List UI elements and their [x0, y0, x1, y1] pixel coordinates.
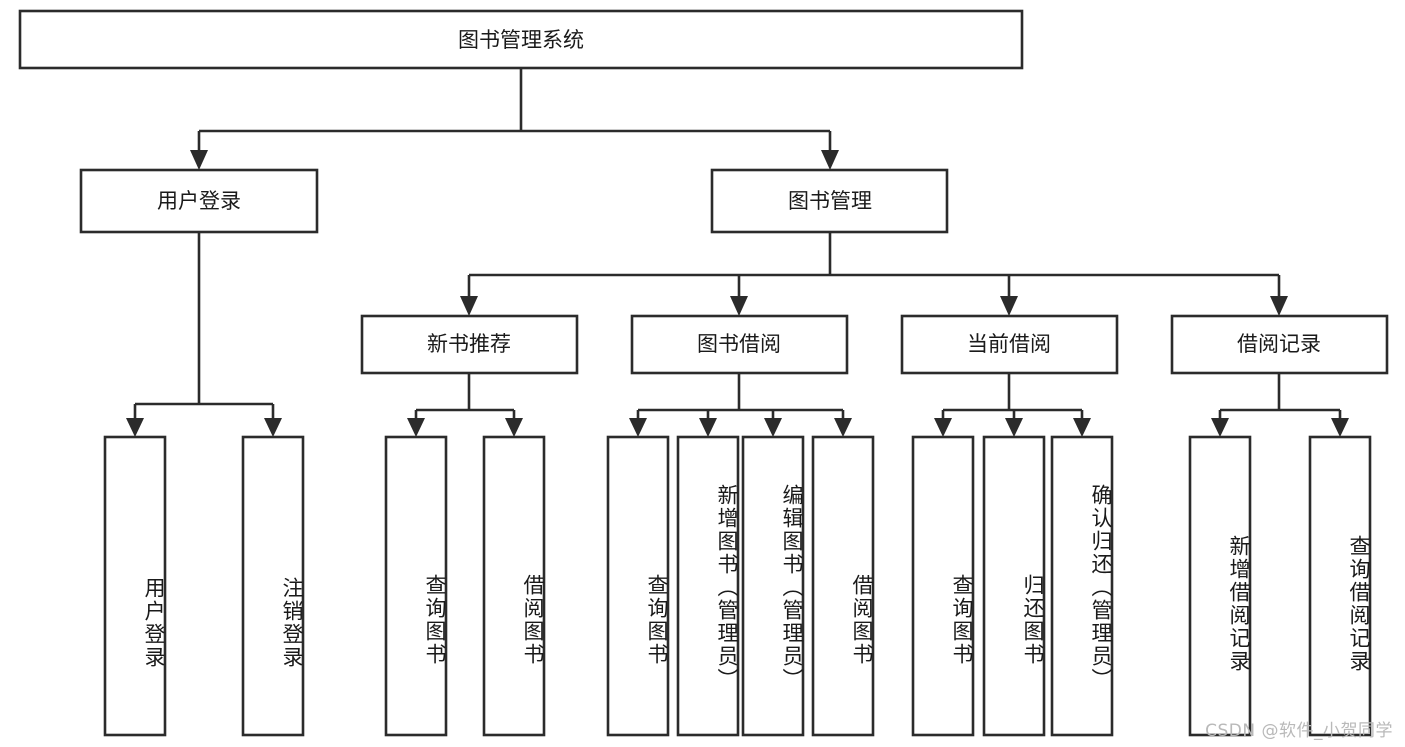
arrowhead-book-borrow [730, 296, 748, 316]
arrowhead-leaf-confirm-return-admin [1073, 418, 1091, 437]
arrowhead-current-borrow [1000, 296, 1018, 316]
arrowhead-leaf-query-book-borrow [629, 418, 647, 437]
node-leaf-edit-book-admin-rect[interactable] [741, 435, 805, 737]
arrowhead-leaf-query-book-current [934, 418, 952, 437]
arrowhead-leaf-query-book-recommend [407, 418, 425, 437]
node-book-borrow[interactable]: 图书借阅 [630, 314, 849, 375]
node-borrow-record-label: 借阅记录 [1237, 332, 1321, 356]
arrowhead-book-management [821, 150, 839, 170]
node-user-login-rect[interactable] [79, 168, 319, 234]
arrowhead-leaf-edit-book-admin [764, 418, 782, 437]
node-leaf-query-borrow-record-rect[interactable] [1308, 435, 1372, 737]
node-book-borrow-rect[interactable] [630, 314, 849, 375]
node-borrow-record-rect[interactable] [1170, 314, 1389, 375]
node-leaf-user-login-rect[interactable] [103, 435, 167, 737]
node-leaf-query-book-recommend-rect[interactable] [384, 435, 448, 737]
node-borrow-record[interactable]: 借阅记录 [1170, 314, 1389, 375]
node-book-borrow-label: 图书借阅 [697, 332, 781, 356]
arrowhead-new-book-recommend [460, 296, 478, 316]
arrowhead-borrow-record [1270, 296, 1288, 316]
node-root-rect[interactable] [18, 9, 1024, 70]
node-leaf-user-logout-rect[interactable] [241, 435, 305, 737]
arrowhead-leaf-add-book-admin [699, 418, 717, 437]
node-new-book-recommend[interactable]: 新书推荐 [360, 314, 579, 375]
node-leaf-borrow-book-recommend-rect[interactable] [482, 435, 546, 737]
arrowhead-leaf-user-logout [264, 418, 282, 437]
node-root[interactable]: 图书管理系统 [18, 9, 1024, 70]
node-user-login[interactable]: 用户登录 [79, 168, 319, 234]
node-book-management-rect[interactable] [710, 168, 949, 234]
connector-layer [126, 68, 1349, 437]
node-current-borrow-rect[interactable] [900, 314, 1119, 375]
node-layer: 图书管理系统 用户登录 图书管理 新书推荐 图书借阅 当前 [18, 9, 1389, 737]
arrowhead-leaf-query-borrow-record [1331, 418, 1349, 437]
node-leaf-query-book-current-rect[interactable] [911, 435, 975, 737]
csdn-watermark: CSDN @软件_小贺同学 [1205, 721, 1393, 741]
arrowhead-leaf-borrow-book [834, 418, 852, 437]
node-leaf-query-book-borrow-rect[interactable] [606, 435, 670, 737]
arrowhead-leaf-borrow-book-recommend [505, 418, 523, 437]
arrowhead-leaf-user-login [126, 418, 144, 437]
node-book-management-label: 图书管理 [788, 189, 872, 213]
node-book-management[interactable]: 图书管理 [710, 168, 949, 234]
node-new-book-recommend-label: 新书推荐 [427, 332, 511, 356]
node-leaf-add-borrow-record-rect[interactable] [1188, 435, 1252, 737]
arrowhead-leaf-return-book [1005, 418, 1023, 437]
arrowhead-leaf-add-borrow-record [1211, 418, 1229, 437]
node-current-borrow[interactable]: 当前借阅 [900, 314, 1119, 375]
node-new-book-recommend-rect[interactable] [360, 314, 579, 375]
node-current-borrow-label: 当前借阅 [967, 332, 1051, 356]
node-root-label: 图书管理系统 [458, 28, 584, 52]
arrowhead-user-login [190, 150, 208, 170]
node-leaf-confirm-return-admin-rect[interactable] [1050, 435, 1114, 737]
node-leaf-return-book-rect[interactable] [982, 435, 1046, 737]
node-leaf-borrow-book-rect[interactable] [811, 435, 875, 737]
node-leaf-add-book-admin-rect[interactable] [676, 435, 740, 737]
node-user-login-label: 用户登录 [157, 189, 241, 213]
